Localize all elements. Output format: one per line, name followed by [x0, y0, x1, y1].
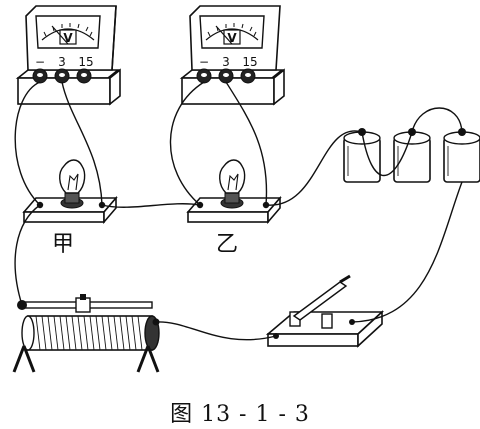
voltmeter-right[interactable]: V − 3 15 — [179, 5, 285, 106]
bulb-jia[interactable] — [22, 159, 118, 225]
voltmeter-left-terminal-neg: − — [35, 55, 45, 69]
voltmeter-right-symbol: V — [227, 31, 237, 45]
wires — [14, 81, 463, 341]
voltmeter-left-terminal-3: 3 — [58, 55, 66, 69]
voltmeter-left[interactable]: V − 3 15 — [15, 5, 121, 106]
voltmeter-left-terminal-15: 15 — [78, 55, 93, 69]
voltmeter-right-terminal-3: 3 — [222, 55, 230, 69]
knife-switch[interactable] — [265, 274, 385, 348]
bulb-yi-label: 乙 — [216, 232, 239, 257]
battery-3 — [443, 128, 480, 183]
sliding-rheostat[interactable] — [12, 294, 160, 373]
voltmeter-left-symbol: V — [63, 31, 73, 45]
figure-caption: 图 13 - 1 - 3 — [170, 402, 310, 427]
voltmeter-right-terminal-15: 15 — [242, 55, 257, 69]
battery-2 — [393, 128, 431, 183]
voltmeter-right-terminal-neg: − — [199, 55, 209, 69]
battery-1 — [343, 128, 381, 183]
battery-pack[interactable] — [343, 128, 480, 183]
bulb-jia-label: 甲 — [52, 232, 75, 257]
